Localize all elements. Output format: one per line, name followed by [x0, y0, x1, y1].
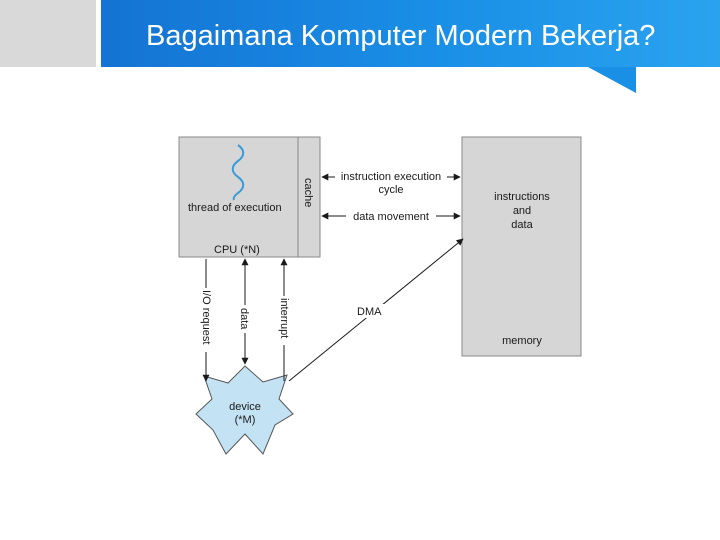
cpu-label: CPU (*N): [214, 244, 260, 256]
thread-wave-icon: [231, 144, 245, 201]
memory-line2: and: [513, 205, 531, 217]
data-label: data: [238, 308, 250, 330]
memory-line3: data: [511, 219, 533, 231]
cpu-box: [178, 136, 321, 258]
dma-label: DMA: [357, 306, 382, 318]
device-line2: (*M): [235, 414, 256, 426]
instruction-cycle-label-1: instruction execution: [341, 171, 441, 183]
interrupt-label: interrupt: [278, 298, 290, 338]
memory-label: memory: [502, 335, 542, 347]
slide-title: Bagaimana Komputer Modern Bekerja?: [146, 20, 656, 52]
header-bar: [101, 0, 720, 67]
memory-line1: instructions: [494, 191, 550, 203]
header-notch: [588, 67, 636, 93]
header-gray-block: [0, 0, 96, 67]
cache-label: cache: [302, 178, 314, 207]
memory-box: [461, 136, 582, 357]
device-line1: device: [229, 401, 261, 413]
thread-label: thread of execution: [188, 202, 282, 214]
device-star: [195, 365, 294, 455]
instruction-cycle-label-2: cycle: [378, 184, 403, 196]
io-request-label: I/O request: [200, 290, 212, 344]
data-movement-label: data movement: [353, 211, 429, 223]
